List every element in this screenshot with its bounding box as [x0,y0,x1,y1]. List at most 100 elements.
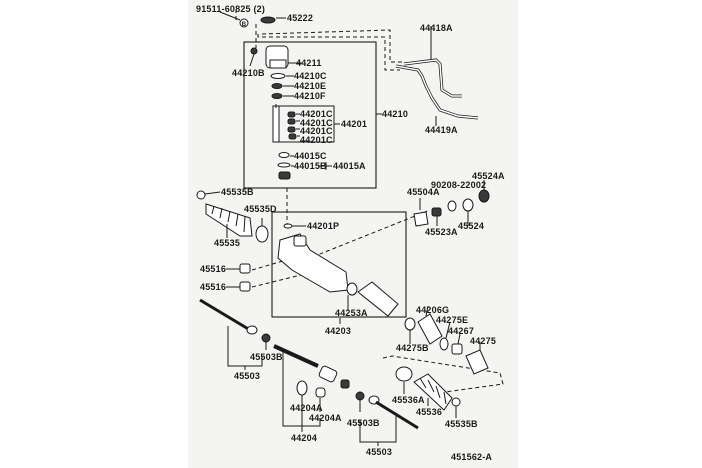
clamp-45535B-bottom-part [451,397,461,407]
label-45535: 45535 [214,238,240,248]
plug-44210B-part [250,47,258,55]
boot-ribs [419,377,447,405]
label-44418A: 44418A [420,23,453,33]
bracket-45504A-part [413,211,429,227]
label-45503-left: 45503 [234,371,260,381]
ring-44204A-2-part [315,387,326,398]
label-44015A: 44015A [333,161,366,171]
label-90208: 90208-22002 [431,180,486,190]
ring-c-part [288,133,297,140]
guide-line [251,255,301,271]
label-44015B: 44015B [294,161,327,171]
label-44015C: 44015C [294,151,327,161]
rack-end-part [318,365,338,383]
seal-nut-part [278,171,291,180]
label-44275E: 44275E [436,315,468,325]
label-45535D: 45535D [244,204,277,214]
bracket-line [227,326,263,370]
leader-line [296,113,300,137]
tube-44418A-part [403,58,462,98]
leader-line [249,53,255,67]
tierod-45503-right-part [375,400,419,430]
bolt-90208-part [447,200,457,212]
leader-line [219,11,241,21]
label-44204A-1: 44204A [290,403,323,413]
ring-44210F-part [271,93,283,99]
label-45516-b: 45516 [200,282,226,292]
guide-line [382,355,504,393]
label-45536A: 45536A [392,395,425,405]
bolt-91511-part [239,18,249,28]
clamp-45535B-top-part [196,190,206,200]
guide-line [251,273,306,288]
housing-body-part [277,233,349,293]
svg-text:B: B [242,22,247,28]
label-44210F: 44210F [294,91,326,101]
label-44206G: 44206G [416,305,449,315]
label-45523A: 45523A [425,227,458,237]
label-44204A-2: 44204A [309,413,342,423]
housing-assembly-frame [271,211,407,318]
label-44203: 44203 [325,326,351,336]
bush-45516-a-part [239,263,251,274]
label-44210E: 44210E [294,81,326,91]
cap-45222-part [260,16,276,24]
leader-line [457,333,461,345]
label-91511: 91511-60825 (2) [196,4,265,14]
valve-body-lower [269,59,287,69]
label-45535B-top: 45535B [221,187,254,197]
seal-44267-part [451,343,463,355]
label-44253A: 44253A [335,308,368,318]
label-44201P: 44201P [307,221,339,231]
label-45503B-right: 45503B [347,418,380,428]
bush-45516-b-part [239,281,251,292]
leader-line [204,191,221,195]
label-45504A: 45504A [407,187,440,197]
leader-line [425,305,429,317]
label-44275: 44275 [470,336,496,346]
housing-port [293,235,307,247]
seal-44015B-part [277,162,291,168]
label-44210: 44210 [382,109,408,119]
oring-44201P-part [283,223,293,229]
label-44201: 44201 [341,119,367,129]
valve-assembly-frame [243,41,377,189]
guide-line [299,209,431,263]
label-44201C-3: 44201C [300,126,333,136]
rack-nut [340,379,350,389]
washer-45524-part [462,198,474,212]
ring-44204A-1-part [296,380,308,396]
bracket-line [282,350,321,432]
tierod-end [246,325,258,335]
rack-44204-part [273,344,319,368]
seal-44253A-part [346,282,358,296]
label-44275B: 44275B [396,343,429,353]
washer-45503B-right-part [355,391,365,401]
spool-shaft-part [272,105,280,143]
ring-44210C-part [270,73,286,79]
boot-45535-part [205,203,253,237]
clip-45535D-part [255,225,269,243]
label-45516-a: 45516 [200,264,226,274]
oring-44275E-part [439,337,449,351]
label-44210C: 44210C [294,71,327,81]
label-44204: 44204 [291,433,317,443]
leader-line [291,162,332,170]
cylinder-tube-part [357,281,399,317]
ring-c-part [287,111,296,118]
nut-45524A-part [478,189,490,203]
bush-45523A-part [431,207,442,217]
label-45536: 45536 [416,407,442,417]
label-45524: 45524 [458,221,484,231]
ring-c-part [287,126,296,133]
seal-44015C-part [278,152,290,158]
guide-line [257,34,400,71]
label-45535B-bottom: 45535B [445,419,478,429]
leader-line [445,321,451,339]
label-44419A: 44419A [425,125,458,135]
cylinder-44206G-part [417,313,443,345]
label-44201C-4: 44201C [300,135,333,145]
washer-45503B-left-part [261,333,271,343]
label-44211: 44211 [296,58,322,68]
